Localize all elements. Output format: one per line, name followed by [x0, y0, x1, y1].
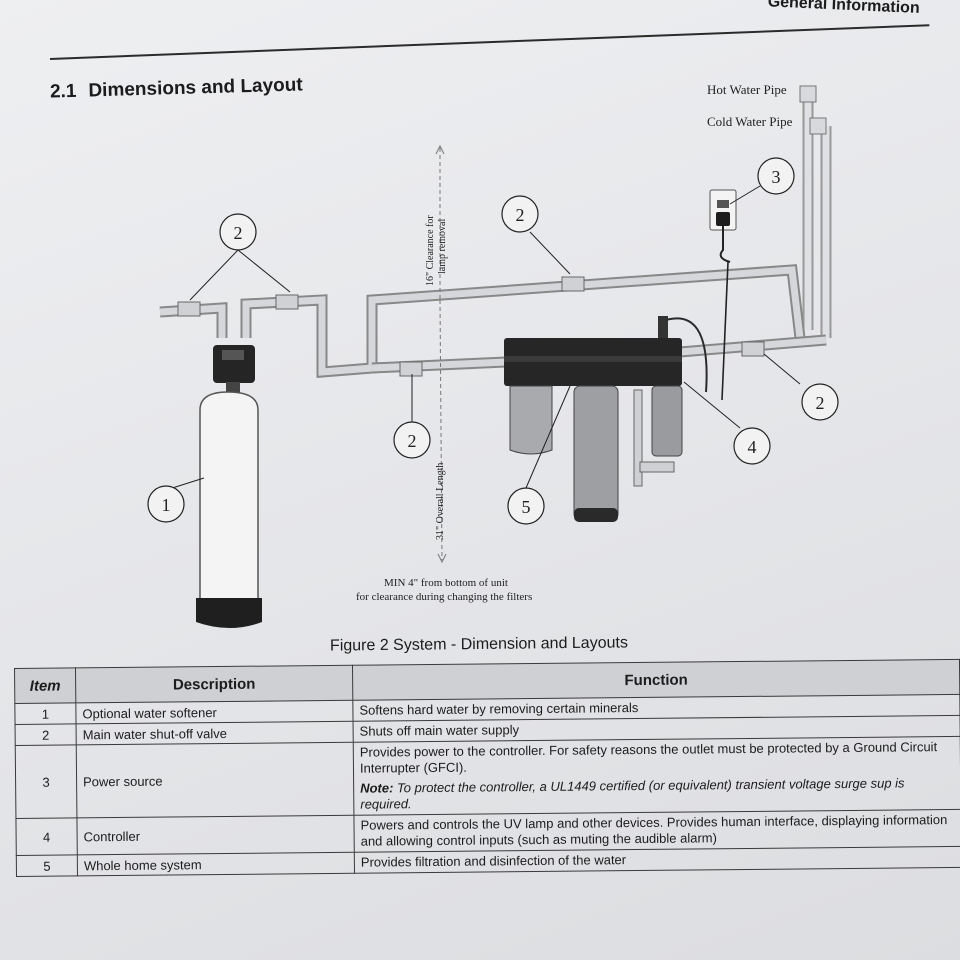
row-item: 2 [15, 723, 77, 746]
row-function-text: Provides power to the controller. For sa… [359, 739, 938, 776]
svg-text:4: 4 [748, 437, 757, 457]
callout-4: 4 [733, 427, 771, 465]
hot-water-pipe-label: Hot Water Pipe [707, 82, 787, 97]
callout-1: 1 [147, 485, 185, 523]
callout-2-inlet-valve: 2 [393, 421, 431, 459]
row-item: 3 [15, 744, 77, 819]
figure-caption: Figure 2 System - Dimension and Layouts [329, 634, 628, 655]
callout-2-softener-valves: 2 [219, 213, 257, 251]
callout-2-top-valve: 2 [501, 195, 539, 233]
system-layout-diagram: Hot Water Pipe Cold Water Pipe [147, 82, 839, 628]
row-function: Powers and controls the UV lamp and othe… [353, 809, 960, 853]
svg-text:2: 2 [516, 205, 525, 225]
callout-5: 5 [507, 487, 545, 525]
svg-text:1: 1 [162, 495, 171, 515]
callout-3: 3 [757, 157, 795, 195]
header-description: Description [75, 665, 353, 703]
callout-2-outlet-valve: 2 [801, 383, 839, 421]
row-description: Power source [76, 742, 354, 818]
note-text: To protect the controller, a UL1449 cert… [360, 775, 905, 812]
row-item: 5 [16, 854, 78, 877]
svg-text:2: 2 [234, 223, 243, 243]
row-function: Provides power to the controller. For sa… [353, 736, 960, 816]
supply-pipes [799, 85, 832, 338]
power-outlet [709, 189, 737, 401]
svg-text:2: 2 [816, 393, 825, 413]
water-softener [196, 345, 262, 628]
callout-leaders [165, 185, 801, 491]
cold-water-pipe-label: Cold Water Pipe [707, 114, 793, 129]
overall-length-label: 31" Overall Length [435, 463, 446, 540]
shut-off-valve [177, 276, 765, 377]
items-table: Item Description Function 1 Optional wat… [14, 659, 960, 877]
svg-text:5: 5 [522, 497, 531, 517]
clearance-top-label-2: lamp removal [437, 219, 448, 274]
row-description: Main water shut-off valve [76, 721, 354, 745]
note-label: Note: [360, 780, 394, 796]
whole-home-system [504, 316, 708, 522]
clearance-top-label-1: 16" Clearance for [425, 215, 436, 286]
dimension-lines [435, 144, 447, 564]
row-description: Whole home system [77, 852, 355, 876]
table-row: 3 Power source Provides power to the con… [15, 736, 960, 819]
min-clearance-label-1: MIN 4" from bottom of unit [384, 577, 508, 589]
header-item: Item [14, 667, 76, 704]
svg-text:3: 3 [772, 167, 781, 187]
items-table-wrapper: Item Description Function 1 Optional wat… [14, 659, 960, 877]
min-clearance-label-2: for clearance during changing the filter… [356, 591, 532, 603]
row-function-note: Note: To protect the controller, a UL144… [360, 775, 954, 813]
row-item: 1 [14, 702, 77, 725]
svg-text:2: 2 [408, 431, 417, 451]
row-item: 4 [15, 817, 78, 856]
row-description: Controller [76, 815, 355, 855]
header-function: Function [352, 659, 960, 701]
row-description: Optional water softener [75, 700, 354, 724]
